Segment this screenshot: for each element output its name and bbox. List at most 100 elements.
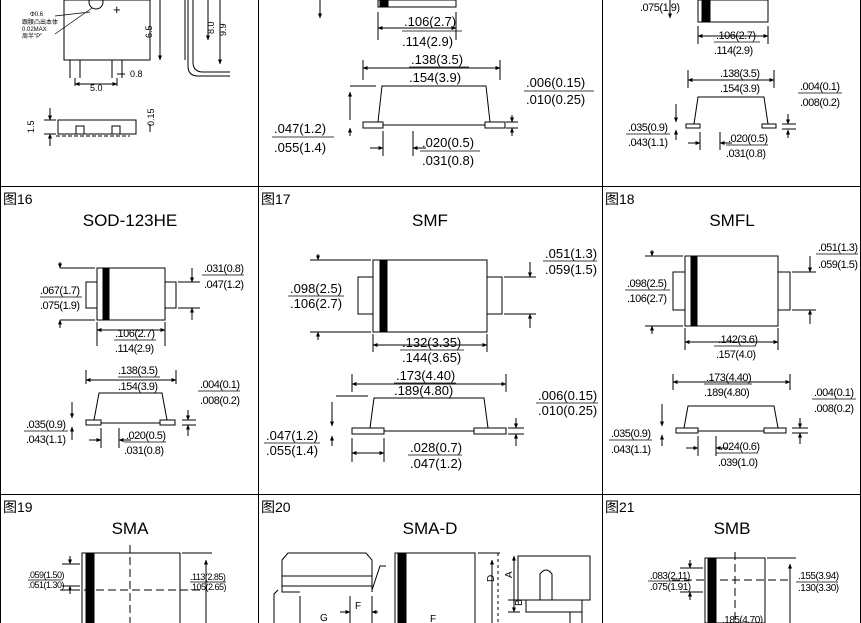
svg-text:.155(3.94): .155(3.94) [798, 571, 839, 582]
top-left-leader [54, 7, 93, 35]
svg-text:.185(4.70): .185(4.70) [722, 615, 763, 623]
svg-text:.138(3.5): .138(3.5) [411, 52, 463, 67]
sod123he-drawing [58, 262, 200, 448]
svg-text:.059(1.5): .059(1.5) [545, 262, 597, 277]
svg-text:.189(4.80): .189(4.80) [704, 387, 749, 399]
svg-text:.189(4.80): .189(4.80) [394, 383, 453, 398]
svg-text:.043(1.1): .043(1.1) [628, 137, 668, 149]
svg-text:.113(2.85): .113(2.85) [190, 572, 226, 582]
svg-text:.006(0.15): .006(0.15) [538, 388, 597, 403]
svg-text:.008(0.2): .008(0.2) [800, 97, 840, 109]
sma-underlines [28, 579, 226, 583]
svg-text:.173(4.40): .173(4.40) [706, 372, 751, 384]
svg-text:Φ0.6: Φ0.6 [30, 12, 44, 18]
package-title-smf: SMF [412, 211, 448, 230]
svg-text:.047(1.2): .047(1.2) [274, 121, 326, 136]
sma-d-drawing [273, 552, 591, 623]
top-right-dims: .075(1.9) .106(2.7) .114(2.9) .138(3.5) … [628, 2, 840, 160]
svg-text:.004(0.1): .004(0.1) [800, 81, 840, 93]
svg-text:F: F [355, 601, 361, 612]
svg-text:.035(0.9): .035(0.9) [611, 428, 651, 440]
top-mid-underlines [272, 30, 594, 152]
smb-dims: .083(2.11) .075(1.91) .155(3.94) .130(3.… [650, 571, 839, 623]
svg-text:.154(3.9): .154(3.9) [118, 381, 158, 393]
smb-underlines [648, 580, 838, 583]
svg-text:.008(0.2): .008(0.2) [814, 403, 854, 415]
svg-text:.008(0.2): .008(0.2) [200, 395, 240, 407]
svg-text:.031(0.8): .031(0.8) [726, 148, 766, 160]
sma-dims: .059(1.50) .051(1.30) .113(2.85) .105(2.… [28, 570, 227, 592]
svg-text:.157(4.0): .157(4.0) [716, 349, 756, 361]
svg-text:.106(2.7): .106(2.7) [627, 293, 667, 305]
svg-text:A: A [504, 571, 515, 578]
svg-text:.043(1.1): .043(1.1) [26, 434, 66, 446]
svg-text:+: + [113, 2, 121, 17]
svg-text:.010(0.25): .010(0.25) [526, 92, 585, 107]
package-title-sod123he: SOD-123HE [83, 211, 177, 230]
svg-text:.106(2.7): .106(2.7) [716, 30, 756, 42]
package-title-smb: SMB [714, 519, 751, 538]
svg-text:5.0: 5.0 [90, 83, 103, 93]
svg-text:8.0: 8.0 [206, 21, 216, 34]
top-left-labels: Φ0.6 跟腰凸出本体 0.02MAX 周半"P" [22, 12, 58, 40]
svg-text:.067(1.7): .067(1.7) [40, 285, 80, 297]
svg-text:.106(2.7): .106(2.7) [115, 328, 155, 340]
svg-text:.144(3.65): .144(3.65) [402, 350, 461, 365]
svg-text:.020(0.5): .020(0.5) [422, 135, 474, 150]
svg-text:0.15: 0.15 [146, 108, 156, 126]
svg-text:.031(0.8): .031(0.8) [124, 445, 164, 457]
svg-text:.047(1.2): .047(1.2) [410, 456, 462, 471]
svg-text:.138(3.5): .138(3.5) [720, 68, 760, 80]
smfl-drawing [645, 250, 816, 456]
sma-d-labels: G F F D A B [320, 571, 525, 623]
svg-text:.043(1.1): .043(1.1) [611, 444, 651, 456]
svg-text:9.9: 9.9 [218, 23, 228, 36]
svg-text:.075(1.9): .075(1.9) [40, 300, 80, 312]
svg-text:跟腰凸出本体: 跟腰凸出本体 [22, 18, 58, 26]
svg-text:.114(2.9): .114(2.9) [115, 343, 154, 355]
svg-text:.004(0.1): .004(0.1) [200, 379, 240, 391]
svg-text:D: D [486, 575, 497, 582]
smf-underlines [264, 260, 598, 456]
svg-text:.035(0.9): .035(0.9) [26, 419, 66, 431]
package-title-sma-d: SMA-D [403, 519, 458, 538]
smb-drawing [672, 552, 796, 623]
svg-text:.024(0.6): .024(0.6) [720, 441, 760, 453]
svg-text:.132(3.35): .132(3.35) [402, 335, 461, 350]
svg-text:.130(3.30): .130(3.30) [798, 583, 839, 594]
smfl-underlines [609, 253, 858, 454]
svg-text:.105(2.65): .105(2.65) [190, 582, 227, 592]
fig-16-label: 图16 [3, 191, 33, 207]
svg-text:.028(0.7): .028(0.7) [410, 440, 462, 455]
svg-text:.055(1.4): .055(1.4) [266, 443, 318, 458]
svg-text:.142(3.6): .142(3.6) [718, 334, 758, 346]
sod123he-dims: .067(1.7) .075(1.9) .031(0.8) .047(1.2) … [26, 263, 244, 457]
svg-text:.173(4.40): .173(4.40) [396, 368, 455, 383]
svg-text:.006(0.15): .006(0.15) [526, 75, 585, 90]
package-title-smfl: SMFL [709, 211, 754, 230]
fig-20-label: 图20 [261, 499, 291, 515]
svg-text:.114(2.9): .114(2.9) [402, 34, 453, 49]
top-left-dims: + 6.5 8.0 9.9 0.8 5.0 1.5 0.15 [26, 2, 228, 133]
svg-text:G: G [320, 613, 328, 623]
fig-18-label: 图18 [605, 191, 635, 207]
smf-drawing [310, 254, 536, 462]
svg-text:.075(1.9): .075(1.9) [640, 2, 680, 14]
fig-17-label: 图17 [261, 191, 291, 207]
package-title-sma: SMA [112, 519, 150, 538]
sod123he-underlines [24, 274, 244, 443]
svg-text:.154(3.9): .154(3.9) [409, 70, 461, 85]
svg-text:.098(2.5): .098(2.5) [290, 281, 342, 296]
svg-text:.138(3.5): .138(3.5) [118, 365, 158, 377]
svg-text:.031(0.8): .031(0.8) [422, 153, 474, 168]
top-mid-drawing [318, 0, 518, 156]
svg-text:1.5: 1.5 [26, 120, 36, 133]
svg-text:.106(2.7): .106(2.7) [290, 296, 342, 311]
svg-text:.020(0.5): .020(0.5) [126, 430, 166, 442]
svg-text:0.02MAX: 0.02MAX [22, 27, 47, 33]
svg-text:.051(1.3): .051(1.3) [818, 242, 858, 254]
svg-text:.098(2.5): .098(2.5) [627, 278, 667, 290]
svg-text:.083(2.11): .083(2.11) [650, 571, 690, 582]
sma-drawing [60, 545, 212, 623]
svg-text:.075(1.91): .075(1.91) [650, 582, 691, 593]
